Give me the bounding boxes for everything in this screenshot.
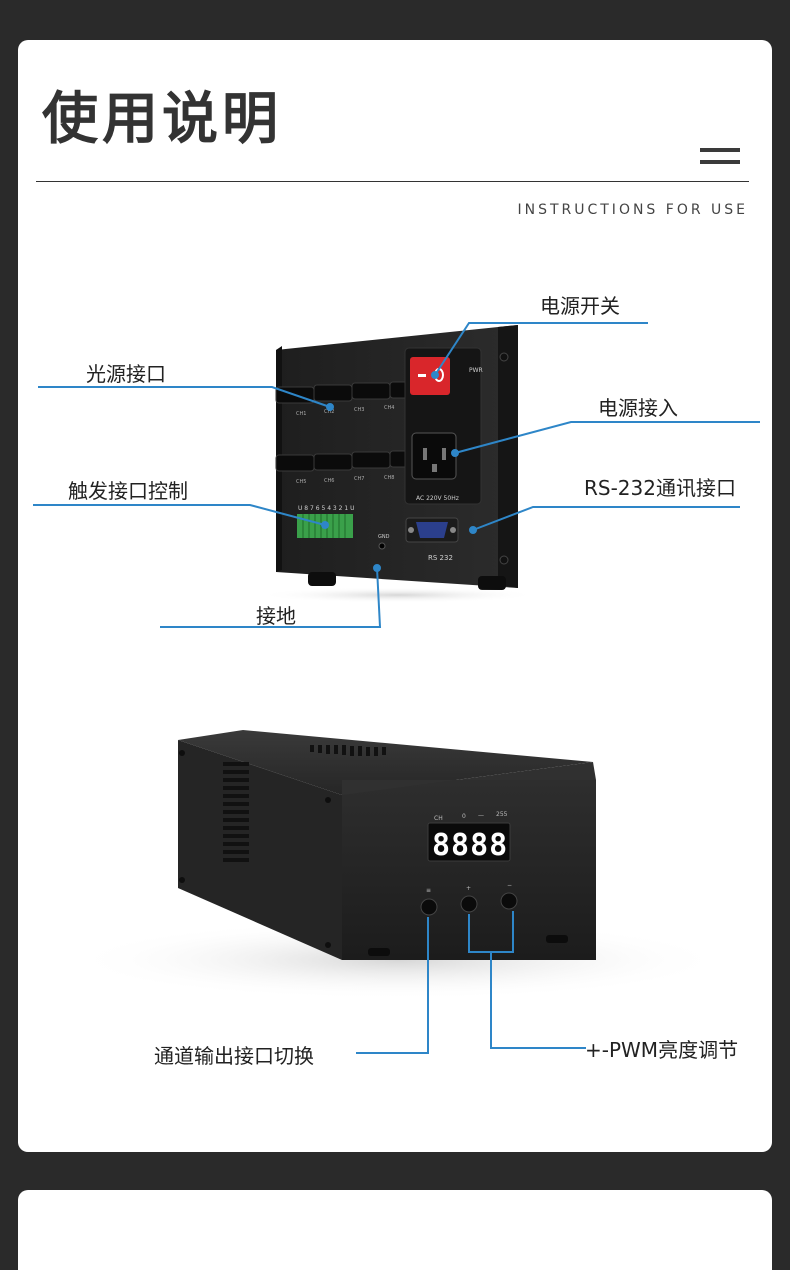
side-vent — [223, 762, 249, 862]
label-power-switch: 电源开关 — [540, 294, 620, 318]
iec-socket — [411, 432, 457, 480]
ch-label: CH5 — [296, 479, 306, 485]
callout-line-ground — [160, 567, 382, 628]
channel-labels: CH1 CH2 CH3 CH4 CH5 CH6 CH7 CH8 — [296, 405, 394, 485]
instructions-card: 使用说明 INSTRUCTIONS FOR USE — [18, 40, 772, 1152]
label-ground: 接地 — [256, 604, 296, 628]
led-display — [427, 822, 511, 862]
display-header-0: 0 — [462, 813, 466, 820]
next-card — [18, 1190, 772, 1270]
foot — [308, 572, 336, 586]
db9-connector — [416, 522, 448, 538]
label-rs232: RS-232通讯接口 — [584, 476, 736, 500]
header-divider — [36, 181, 749, 182]
display-header: CH 0 — 255 — [434, 811, 508, 822]
callout-line-channel — [356, 917, 429, 1054]
display-header-dash: — — [478, 812, 484, 819]
ch-label: CH3 — [354, 407, 364, 413]
callout-line-power-switch — [434, 322, 648, 376]
callout-line-light-port — [38, 386, 331, 408]
rs232-text: RS 232 — [428, 554, 453, 562]
callout-line-trigger — [33, 504, 326, 526]
pwr-text: PWR — [469, 367, 483, 374]
rear-callouts — [33, 322, 760, 628]
rear-panel-illustration: CH1 CH2 CH3 CH4 CH5 CH6 CH7 CH8 PWR AC 2… — [33, 322, 760, 1054]
ac-text: AC 220V 50Hz — [416, 495, 459, 502]
front-unit-side — [178, 740, 342, 960]
label-trigger-control: 触发接口控制 — [68, 479, 188, 503]
led-digits: 8888 — [432, 828, 508, 863]
callout-line-power-input — [454, 421, 760, 454]
label-light-port: 光源接口 — [86, 362, 166, 386]
callout-line-rs232 — [472, 506, 740, 531]
page-subtitle: INSTRUCTIONS FOR USE — [517, 202, 748, 218]
label-channel-switch: 通道输出接口切换 — [154, 1044, 314, 1068]
callout-line-pwm — [490, 952, 586, 1049]
plus-button[interactable] — [460, 895, 478, 913]
label-pwm: +-PWM亮度调节 — [585, 1038, 739, 1062]
ch-label: CH2 — [324, 409, 334, 415]
button-mark-plus: + — [466, 885, 471, 892]
button-mark-channel: ≡ — [426, 887, 431, 894]
terminal-text: U 8 7 6 5 4 3 2 1 U — [298, 505, 355, 512]
ch-label: CH1 — [296, 411, 306, 417]
foot — [478, 576, 506, 590]
ground-screw — [378, 542, 386, 550]
ch-label: CH4 — [384, 405, 394, 411]
light-connectors — [275, 381, 417, 472]
front-unit-top — [178, 730, 593, 795]
top-vent — [310, 745, 386, 756]
gnd-text: GND — [378, 534, 390, 540]
ch-label: CH8 — [384, 475, 394, 481]
display-header-255: 255 — [496, 811, 508, 818]
button-mark-minus: − — [507, 882, 512, 889]
label-power-input: 电源接入 — [598, 396, 678, 420]
menu-icon[interactable] — [700, 148, 740, 166]
minus-button[interactable] — [500, 892, 518, 910]
ch-label: CH6 — [324, 478, 334, 484]
ch-label: CH7 — [354, 476, 364, 482]
page-title: 使用说明 — [42, 87, 282, 152]
display-header-ch: CH — [434, 815, 443, 822]
front-callouts — [356, 911, 586, 1054]
channel-button[interactable] — [420, 898, 438, 916]
